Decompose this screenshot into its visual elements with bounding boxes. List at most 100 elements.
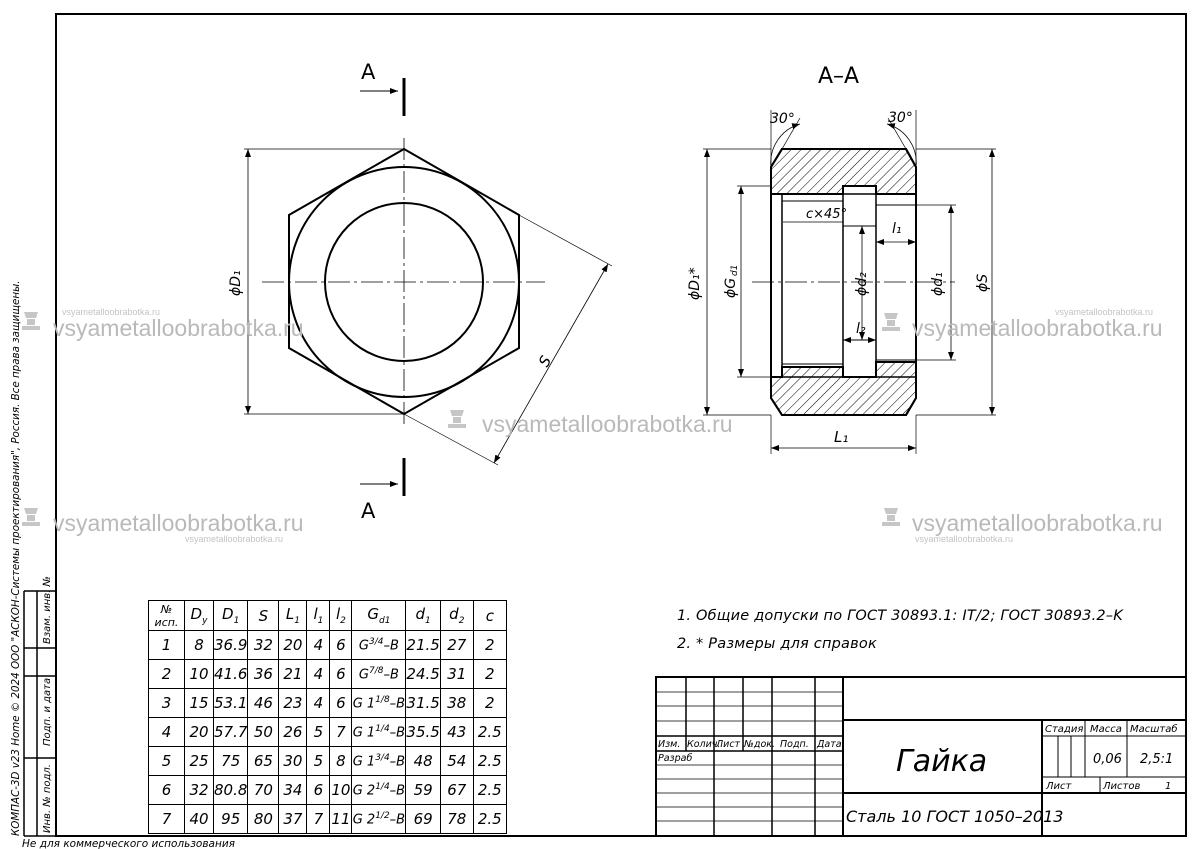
sec-dim-D1: ϕD₁* [687,267,703,300]
thread-base: G 1 [352,725,376,741]
front-view [244,78,613,496]
cell-L1: 30 [278,746,308,776]
row-number: 3 [148,688,185,718]
thread-size: 1/2 [375,810,390,821]
cell-c: 2 [472,630,507,660]
note-1: 1. Общие допуски по ГОСТ 30893.1: IT/2; … [677,608,1123,624]
cell-D1: 75 [212,746,249,776]
cell-D1: 41.6 [212,659,249,689]
cell-thread: G 11/8–B [351,688,407,718]
sheet-frame [55,13,1187,837]
thread-base: G 2 [352,783,376,799]
watermark-text: vsyametalloobrabotka.ru [53,315,304,341]
thread-size: 3/4 [368,636,384,647]
cell-D1: 53.1 [212,688,249,718]
cell-d2: 78 [439,804,474,834]
thread-class: –B [383,638,399,654]
col-header: S [247,600,280,631]
cell-Dy: 15 [184,688,214,718]
cell-S: 32 [247,630,280,660]
tb-sheets-value: 1 [1165,781,1171,792]
tb-mass-value: 0,06 [1093,752,1122,767]
tb-scale-value: 2,5:1 [1140,752,1173,767]
cell-thread: G 11/4–B [351,717,407,747]
tb-sheets-label: Листов [1102,781,1140,792]
row-number: 4 [148,717,185,747]
side-strip [23,590,56,837]
watermark-small: vsyametalloobrabotka.ru [915,534,1013,544]
cell-L1: 37 [278,804,308,834]
cell-L1: 26 [278,717,308,747]
side-label-inv: Инв. № подл. [42,764,53,833]
cell-L1: 20 [278,630,308,660]
thread-class: –B [389,725,406,741]
cell-l2: 6 [329,659,353,689]
cell-thread: G 21/4–B [351,775,407,805]
sec-dim-chamfer: c×45° [806,207,847,222]
cell-d1: 59 [405,775,441,805]
cell-d2: 67 [439,775,474,805]
cell-Dy: 20 [184,717,214,747]
cell-l2: 7 [329,717,353,747]
col-header: № исп. [148,600,185,631]
tb-col-podp: Подп. [780,739,809,750]
sec-dim-l1: l₁ [892,221,902,237]
col-header: Dy [184,600,214,631]
cell-D1: 95 [212,804,249,834]
tb-scale-label: Масштаб [1130,723,1178,735]
cell-l2: 10 [329,775,353,805]
cell-D1: 57.7 [212,717,249,747]
watermark-small: vsyametalloobrabotka.ru [62,307,160,317]
cell-d2: 38 [439,688,474,718]
cell-S: 65 [247,746,280,776]
section-mark-bottom: A [361,499,376,523]
tb-col-list: Лист [715,739,741,750]
section-mark-top: A [361,60,376,84]
thread-size: 1/8 [375,694,390,705]
cell-d2: 54 [439,746,474,776]
thread-base: G [358,667,369,683]
cell-Dy: 10 [184,659,214,689]
footer-text: Не для коммерческого использования [22,838,235,849]
cell-d1: 21.5 [405,630,441,660]
tb-sheet-label: Лист [1045,781,1073,792]
cell-d1: 69 [405,804,441,834]
cell-l1: 7 [306,804,331,834]
cell-l1: 6 [306,775,331,805]
cell-thread: G3/4–B [351,630,407,660]
col-header: D1 [212,600,249,631]
watermark-small: vsyametalloobrabotka.ru [1055,307,1153,317]
cell-L1: 21 [278,659,308,689]
col-header: d2 [439,600,474,631]
tb-col-data: Дата [816,739,842,750]
cell-Dy: 40 [184,804,214,834]
thread-class: –B [389,754,406,770]
tb-mass-label: Масса [1090,724,1122,735]
watermark-small: vsyametalloobrabotka.ru [185,534,283,544]
cell-L1: 34 [278,775,308,805]
thread-size: 7/8 [368,665,384,676]
sec-dim-L1: L₁ [834,428,848,446]
thread-base: G 1 [352,696,376,712]
watermark-text: vsyametalloobrabotka.ru [53,510,304,536]
cell-D1: 80.8 [212,775,249,805]
cell-d2: 27 [439,630,474,660]
thread-class: –B [389,696,406,712]
thread-class: –B [389,783,406,799]
cell-S: 70 [247,775,280,805]
thread-base: G [358,638,369,654]
cell-l1: 4 [306,688,331,718]
sec-dim-Gd1-sub: d1 [730,265,740,276]
sec-dim-l2: l₂ [856,321,866,337]
cell-l1: 5 [306,746,331,776]
watermarks: vsyametalloobrabotka.ru vsyametalloobrab… [22,307,1163,544]
cell-c: 2.5 [472,775,507,805]
cell-S: 50 [247,717,280,747]
cell-d2: 31 [439,659,474,689]
sec-angle-left: 30° [770,111,795,127]
